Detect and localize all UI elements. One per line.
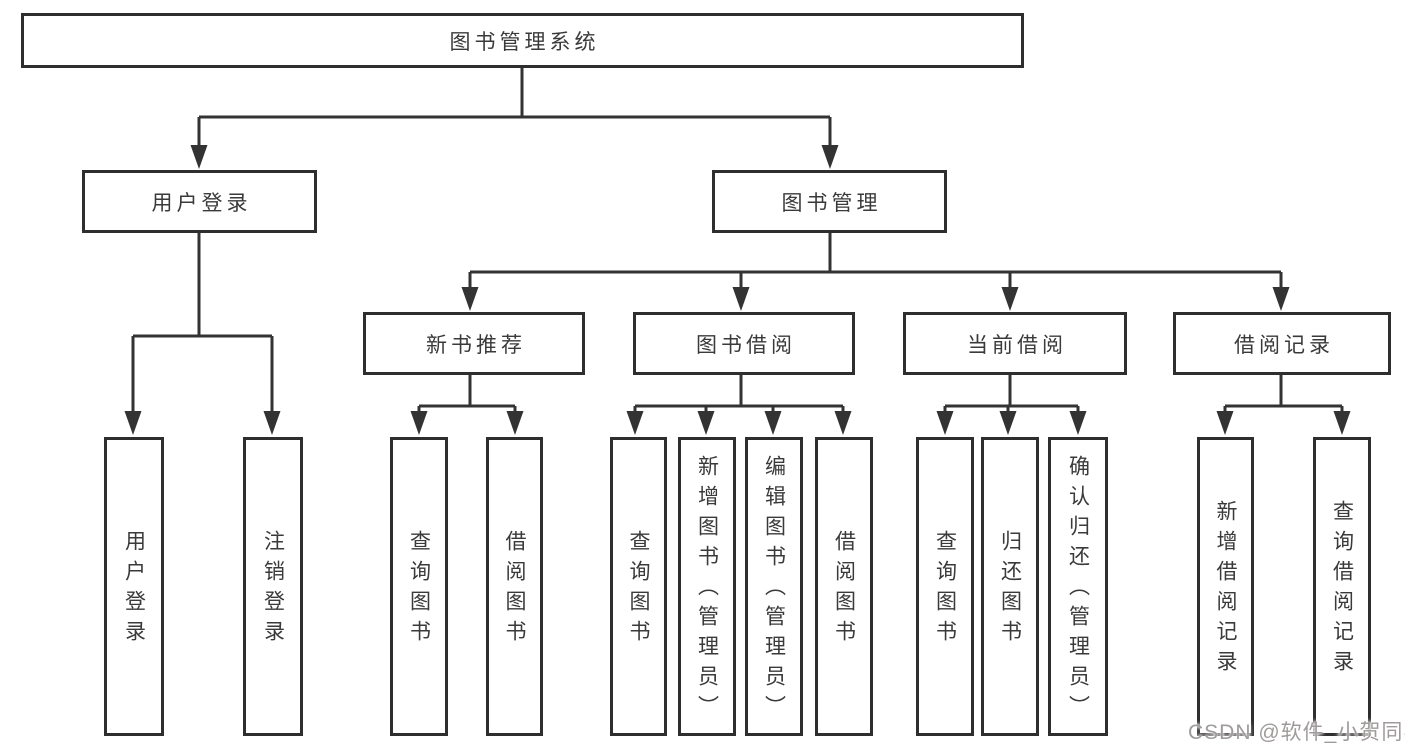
- leaf-user-login: 用户登录: [104, 437, 164, 736]
- leaf-logout: 注销登录: [243, 437, 303, 736]
- node-new-book-recommendation: 新书推荐: [363, 312, 585, 375]
- leaf-confirm-return-admin: 确认归还（管理员）: [1048, 437, 1108, 736]
- leaf-borrowing-query-books: 查询图书: [610, 437, 667, 736]
- leaf-current-query-books: 查询图书: [916, 437, 974, 736]
- node-borrowing-records: 借阅记录: [1173, 312, 1391, 375]
- leaf-recommend-borrow-books: 借阅图书: [486, 437, 543, 736]
- leaf-recommend-query-books: 查询图书: [390, 437, 448, 736]
- node-user-login: 用户登录: [82, 170, 317, 233]
- node-current-borrowing: 当前借阅: [903, 312, 1127, 375]
- node-book-management: 图书管理: [712, 170, 947, 233]
- leaf-edit-books-admin: 编辑图书（管理员）: [745, 437, 803, 736]
- leaf-add-borrow-record: 新增借阅记录: [1197, 437, 1254, 736]
- leaf-return-books: 归还图书: [981, 437, 1039, 736]
- csdn-watermark: CSDN @软件_小贺同学: [1188, 721, 1405, 744]
- node-book-borrowing: 图书借阅: [633, 312, 855, 375]
- leaf-add-books-admin: 新增图书（管理员）: [678, 437, 736, 736]
- arrowheads: [124, 145, 1351, 435]
- node-library-system: 图书管理系统: [21, 13, 1024, 68]
- leaf-query-borrow-record: 查询借阅记录: [1313, 437, 1371, 736]
- connector-paths: [131, 68, 1344, 413]
- leaf-borrowing-borrow-books: 借阅图书: [815, 437, 873, 736]
